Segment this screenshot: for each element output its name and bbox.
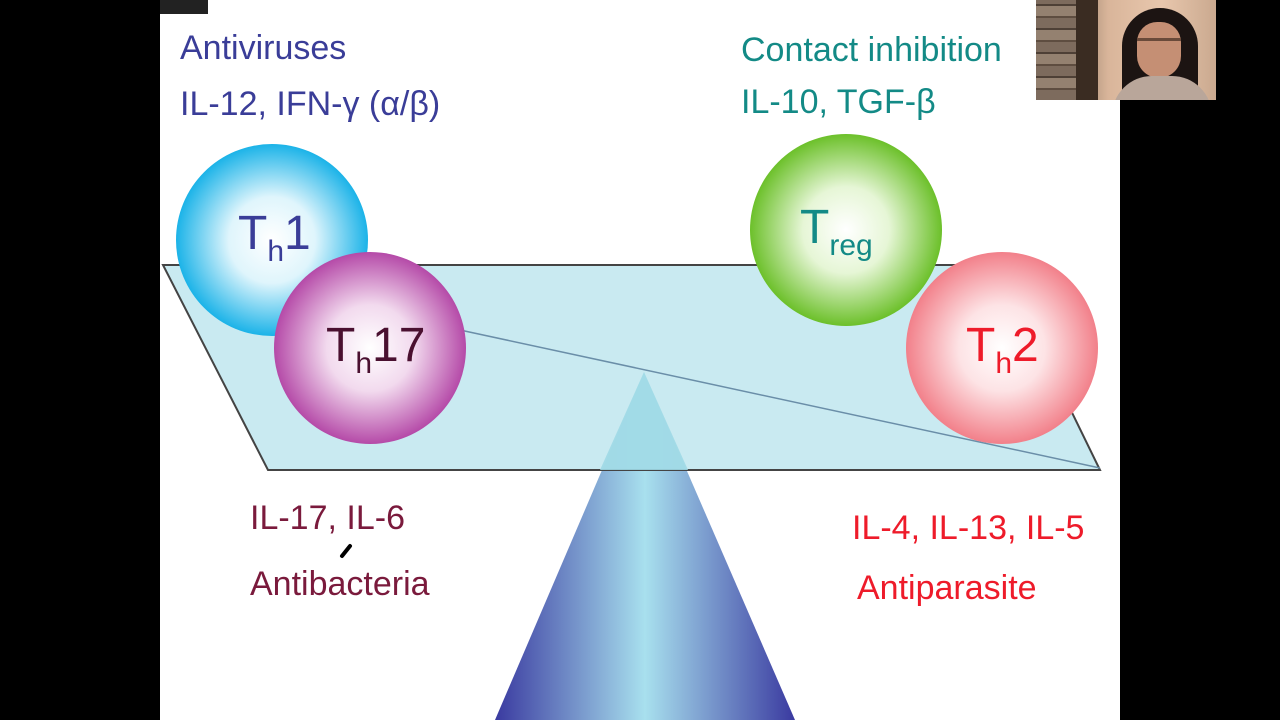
contact-inhibition-title: Contact inhibition xyxy=(741,31,1002,69)
webcam-thumbnail xyxy=(1036,0,1216,100)
th2-cytokines: IL-4, IL-13, IL-5 xyxy=(852,509,1085,547)
treg-cytokines: IL-10, TGF-β xyxy=(741,83,936,121)
balance-diagram xyxy=(161,134,1102,720)
th1-label: Th1 xyxy=(238,207,311,268)
fulcrum-triangle xyxy=(495,372,795,720)
th17-cytokines: IL-17, IL-6 xyxy=(250,499,405,537)
pen-mark xyxy=(340,544,352,558)
slide: Th1 Th17 Treg Th2 Antiviruses IL-12, IFN… xyxy=(160,0,1120,720)
corner-tab xyxy=(160,0,208,14)
webcam-person-face xyxy=(1137,22,1181,78)
webcam-shelf xyxy=(1076,0,1098,100)
antiviruses-title: Antiviruses xyxy=(180,29,347,67)
th17-label: Th17 xyxy=(326,319,426,380)
th2-cell xyxy=(906,252,1098,444)
fulcrum-tip xyxy=(600,372,688,470)
treg-cell xyxy=(750,134,942,326)
tilt-line xyxy=(459,329,1101,469)
antiparasite-title: Antiparasite xyxy=(857,569,1037,607)
th1-cytokines: IL-12, IFN-γ (α/β) xyxy=(180,85,441,123)
webcam-wall xyxy=(1036,0,1076,100)
treg-label: Treg xyxy=(800,201,873,262)
th17-cell xyxy=(274,252,466,444)
th2-label: Th2 xyxy=(966,319,1039,380)
webcam-person-glasses xyxy=(1137,38,1181,51)
antibacteria-title: Antibacteria xyxy=(250,565,430,603)
